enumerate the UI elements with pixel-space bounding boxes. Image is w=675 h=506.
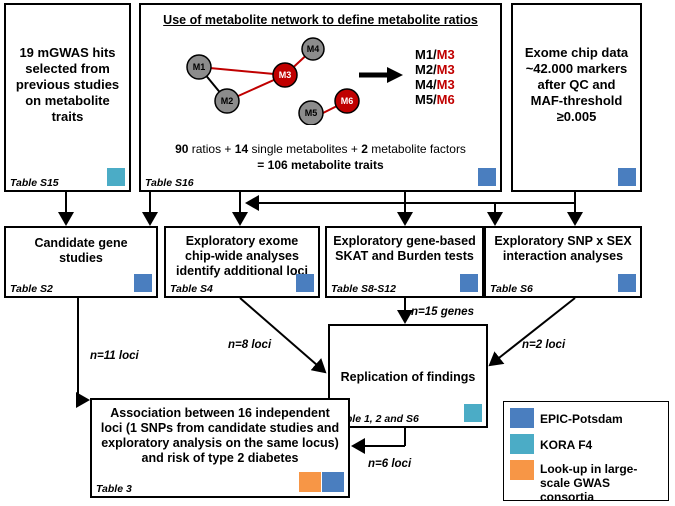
table-ref-s4: Table S4 bbox=[170, 283, 213, 295]
metabolite-network-graph: M1 M2 M3 M4 M5 M6 bbox=[186, 37, 360, 125]
lookup-marker bbox=[299, 472, 321, 492]
snp-sex-text: Exploratory SNP x SEX interaction analys… bbox=[494, 234, 632, 263]
legend: EPIC-Potsdam KORA F4 Look-up in large-sc… bbox=[503, 401, 669, 504]
node-m6 bbox=[334, 88, 360, 114]
node-m1 bbox=[186, 54, 212, 80]
ratio-item: M4/M3 bbox=[415, 77, 455, 92]
node-m4 bbox=[301, 37, 325, 61]
table-ref-s2: Table S2 bbox=[10, 283, 53, 295]
ratio-item: M1/M3 bbox=[415, 47, 455, 62]
box-metabolite-network: Use of metabolite network to define meta… bbox=[139, 3, 502, 192]
epic-marker bbox=[618, 274, 636, 292]
label-n8: n=8 loci bbox=[228, 339, 272, 351]
table-ref-s6: Table S6 bbox=[490, 283, 533, 295]
box-candidate-gene: Candidate gene studies Table S2 bbox=[4, 226, 158, 298]
legend-lookup-label: Look-up in large-scale GWAS consortia bbox=[540, 462, 638, 504]
ratio-arrow-icon bbox=[359, 67, 403, 83]
node-m6-label: M6 bbox=[341, 96, 354, 106]
node-m5 bbox=[298, 100, 324, 125]
epic-marker bbox=[460, 274, 478, 292]
label-n2: n=2 loci bbox=[522, 339, 566, 351]
epic-marker bbox=[618, 168, 636, 186]
node-m3 bbox=[272, 62, 298, 88]
epic-marker bbox=[134, 274, 152, 292]
edge-m1-m3 bbox=[198, 66, 286, 76]
ratio-item: M2/M3 bbox=[415, 62, 455, 77]
box-exome-chip: Exome chip data ~42.000 markers after QC… bbox=[511, 3, 642, 192]
traits-summary-line1: 90 ratios + 14 single metabolites + 2 me… bbox=[175, 142, 466, 156]
table-ref-rep: Table 1, 2 and S6 bbox=[334, 413, 419, 425]
legend-kora-label: KORA F4 bbox=[540, 438, 593, 452]
node-m3-label: M3 bbox=[279, 70, 292, 80]
candidate-gene-text: Candidate gene studies bbox=[34, 236, 128, 265]
association-text: Association between 16 independent loci … bbox=[100, 406, 340, 465]
epic-marker bbox=[296, 274, 314, 292]
epic-marker bbox=[478, 168, 496, 186]
node-m1-label: M1 bbox=[193, 62, 206, 72]
box-snp-sex: Exploratory SNP x SEX interaction analys… bbox=[484, 226, 642, 298]
table-ref-s15: Table S15 bbox=[10, 177, 59, 189]
ratio-item: M5/M6 bbox=[415, 92, 455, 107]
table-ref-s8-s12: Table S8-S12 bbox=[331, 283, 396, 295]
exome-chip-text: Exome chip data ~42.000 markers after QC… bbox=[524, 45, 629, 124]
node-m2 bbox=[214, 88, 240, 114]
kora-marker bbox=[464, 404, 482, 422]
mgwas-hits-text: 19 mGWAS hits selected from previous stu… bbox=[15, 45, 120, 124]
node-m4-label: M4 bbox=[307, 44, 320, 54]
box-gene-based-tests: Exploratory gene-based SKAT and Burden t… bbox=[325, 226, 484, 298]
table-ref-s16: Table S16 bbox=[145, 177, 194, 189]
traits-summary-line2: = 106 metabolite traits bbox=[257, 158, 384, 172]
box-mgwas-hits: 19 mGWAS hits selected from previous stu… bbox=[4, 3, 131, 192]
legend-epic-swatch bbox=[510, 408, 534, 428]
kora-marker bbox=[107, 168, 125, 186]
network-title: Use of metabolite network to define meta… bbox=[163, 13, 478, 27]
node-m2-label: M2 bbox=[221, 96, 234, 106]
ratio-list: M1/M3 M2/M3 M4/M3 M5/M6 bbox=[415, 47, 455, 107]
legend-lookup-swatch bbox=[510, 460, 534, 480]
box-association: Association between 16 independent loci … bbox=[90, 398, 350, 498]
label-n6: n=6 loci bbox=[368, 458, 412, 470]
table-ref-3: Table 3 bbox=[96, 483, 132, 495]
epic-marker bbox=[322, 472, 344, 492]
node-m5-label: M5 bbox=[305, 108, 318, 118]
legend-kora-swatch bbox=[510, 434, 534, 454]
label-n15: n=15 genes bbox=[411, 306, 474, 318]
legend-epic-label: EPIC-Potsdam bbox=[540, 412, 623, 426]
box-exome-chip-wide: Exploratory exome chip-wide analyses ide… bbox=[164, 226, 320, 298]
replication-text: Replication of findings bbox=[340, 370, 476, 384]
gene-based-tests-text: Exploratory gene-based SKAT and Burden t… bbox=[333, 234, 476, 263]
label-n11: n=11 loci bbox=[90, 350, 139, 362]
box-replication: Replication of findings Table 1, 2 and S… bbox=[328, 324, 488, 428]
exome-chip-wide-text: Exploratory exome chip-wide analyses ide… bbox=[176, 234, 308, 278]
